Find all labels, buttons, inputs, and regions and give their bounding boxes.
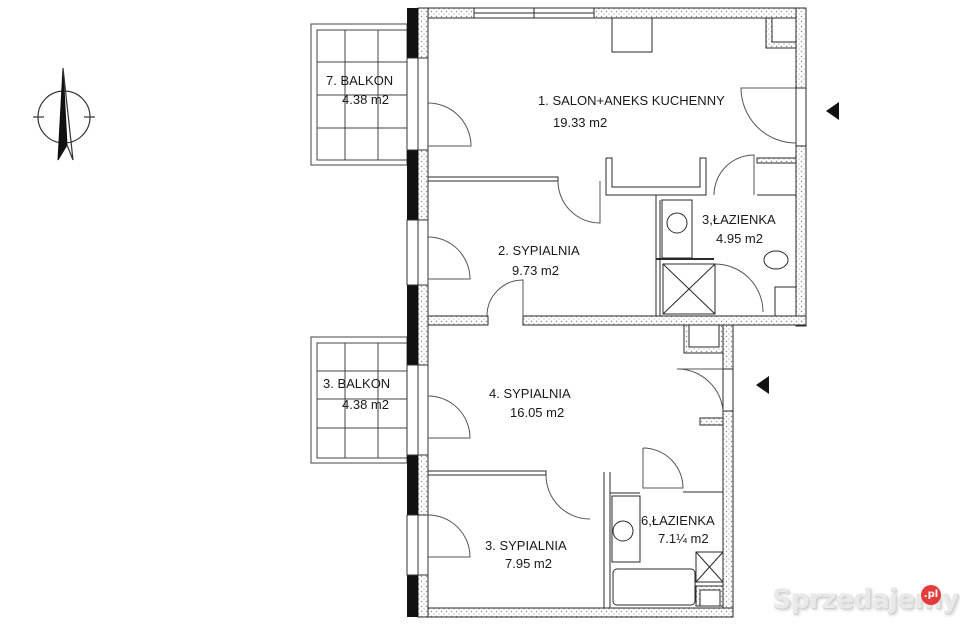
room-area-lazienka-3: 4.95 m2 [716, 231, 763, 246]
room-area-sypialnia-3: 7.95 m2 [505, 556, 552, 571]
north-arrow-icon [33, 67, 95, 161]
facade [407, 8, 418, 617]
room-area-sypialnia-4: 16.05 m2 [510, 405, 565, 420]
room-area-sypialnia-2: 9.73 m2 [512, 263, 559, 278]
room-label-balkon-3: 3. BALKON [323, 376, 391, 391]
room-label-sypialnia-4: 4. SYPIALNIA [489, 386, 571, 401]
room-label-lazienka-6: 6,ŁAZIENKA [641, 513, 715, 528]
watermark-badge: .pl [921, 585, 941, 605]
facade-windows [406, 57, 429, 576]
door-swings [427, 87, 797, 558]
room-label-sypialnia-2: 2. SYPIALNIA [498, 243, 580, 258]
room-area-balkon-7: 4.38 m2 [342, 92, 389, 107]
interior-lines [427, 17, 797, 608]
room-area-lazienka-6: 7.1¼ m2 [658, 531, 709, 546]
walls [417, 7, 807, 618]
room-area-salon: 19.33 m2 [553, 115, 608, 130]
room-label-salon: 1. SALON+ANEKS KUCHENNY [538, 93, 725, 108]
room-label-lazienka-3: 3,ŁAZIENKA [702, 212, 776, 227]
entrance-arrow-lower [756, 376, 769, 394]
entrance-arrow-upper [826, 102, 839, 120]
room-label-balkon-7: 7. BALKON [326, 73, 394, 88]
room-label-sypialnia-3: 3. SYPIALNIA [485, 538, 567, 553]
room-area-balkon-3: 4.38 m2 [342, 397, 389, 412]
